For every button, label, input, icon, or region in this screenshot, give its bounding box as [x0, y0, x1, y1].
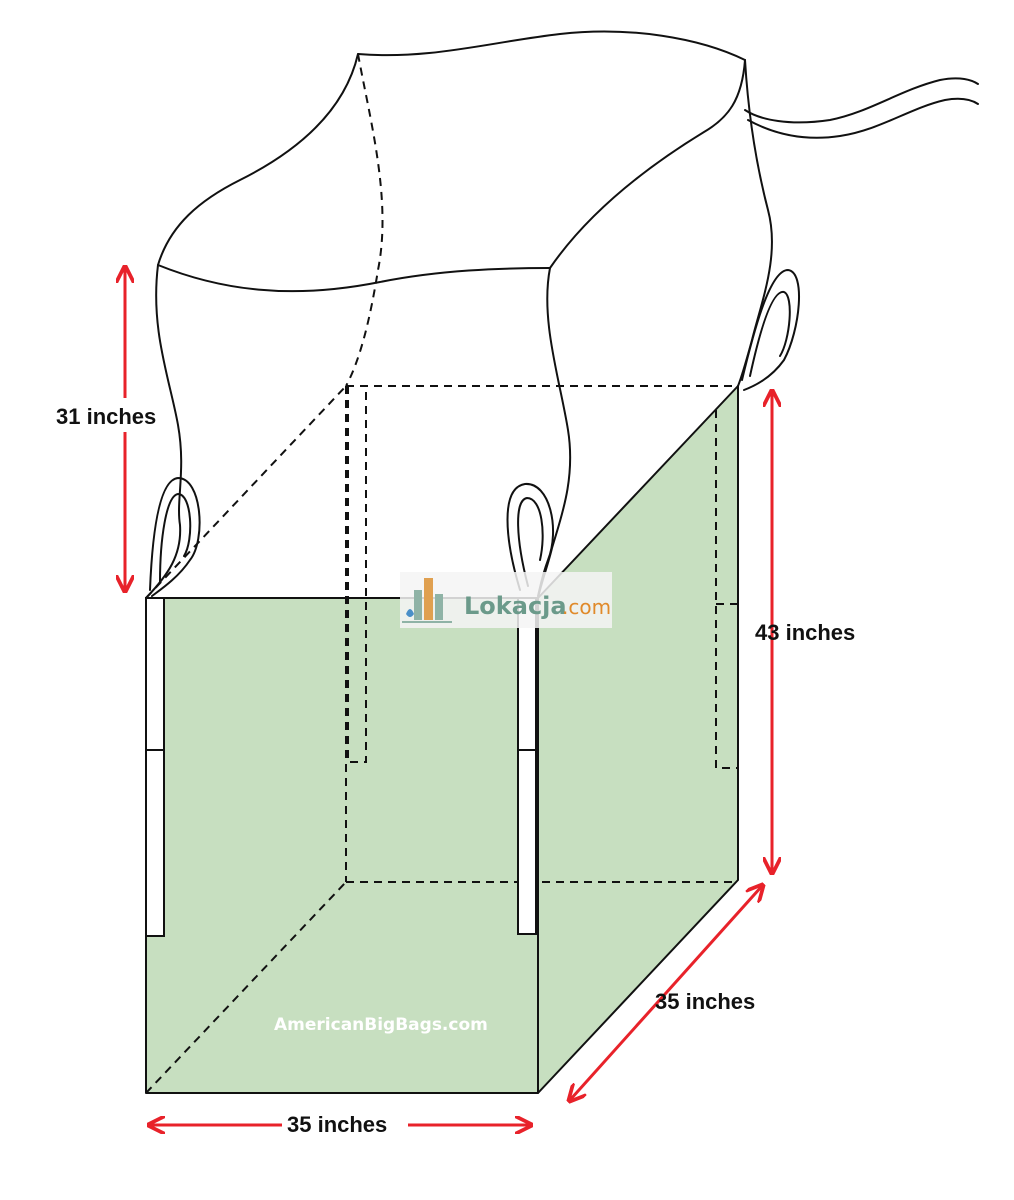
logo-suffix-text: .com — [562, 595, 611, 619]
skirt-right-side — [737, 59, 773, 387]
loop-front-left — [149, 477, 201, 597]
skirt-hidden-fold — [345, 53, 384, 387]
skirt-right-top-edge — [549, 59, 746, 269]
hidden-edge-bottom-diagonal — [145, 881, 347, 1094]
loop-back-right — [741, 269, 800, 391]
strap-front-right-lower — [517, 749, 537, 935]
label-top-height: 31 inches — [56, 404, 156, 429]
logo-watermark: Lokacja .com — [400, 572, 612, 628]
arrow-depth — [570, 886, 762, 1100]
skirt-top-outline — [357, 30, 746, 61]
skirt-top-right-fold-2 — [747, 97, 979, 139]
label-body-height: 43 inches — [755, 620, 855, 645]
hidden-strap-back-right — [715, 410, 738, 769]
strap-front-left-lower — [145, 749, 165, 937]
building-logo-icon — [402, 578, 452, 623]
bag-top-skirt — [145, 30, 979, 599]
watermark-site: AmericanBigBags.com — [274, 1015, 488, 1035]
loop-front-right-inner — [517, 497, 544, 587]
label-depth: 35 inches — [655, 989, 755, 1014]
loop-front-left-inner — [159, 493, 192, 583]
skirt-middle-edge — [157, 264, 551, 293]
hidden-edge-top-diagonal — [145, 385, 347, 599]
hidden-strap-back-left — [347, 386, 367, 763]
side-top-edge — [537, 385, 739, 599]
bag-front-face — [146, 598, 538, 1093]
logo-main-text: Lokacja — [464, 592, 567, 620]
label-width: 35 inches — [287, 1112, 387, 1137]
strap-front-left-upper — [145, 597, 165, 751]
loop-back-right-inner — [749, 291, 791, 377]
skirt-top-right-fold — [744, 77, 979, 124]
dimension-labels: 31 inches 43 inches 35 inches 35 inches — [52, 398, 855, 1137]
skirt-left-side — [145, 264, 183, 599]
bag-body — [145, 385, 739, 1094]
skirt-left-top-edge — [157, 53, 359, 266]
